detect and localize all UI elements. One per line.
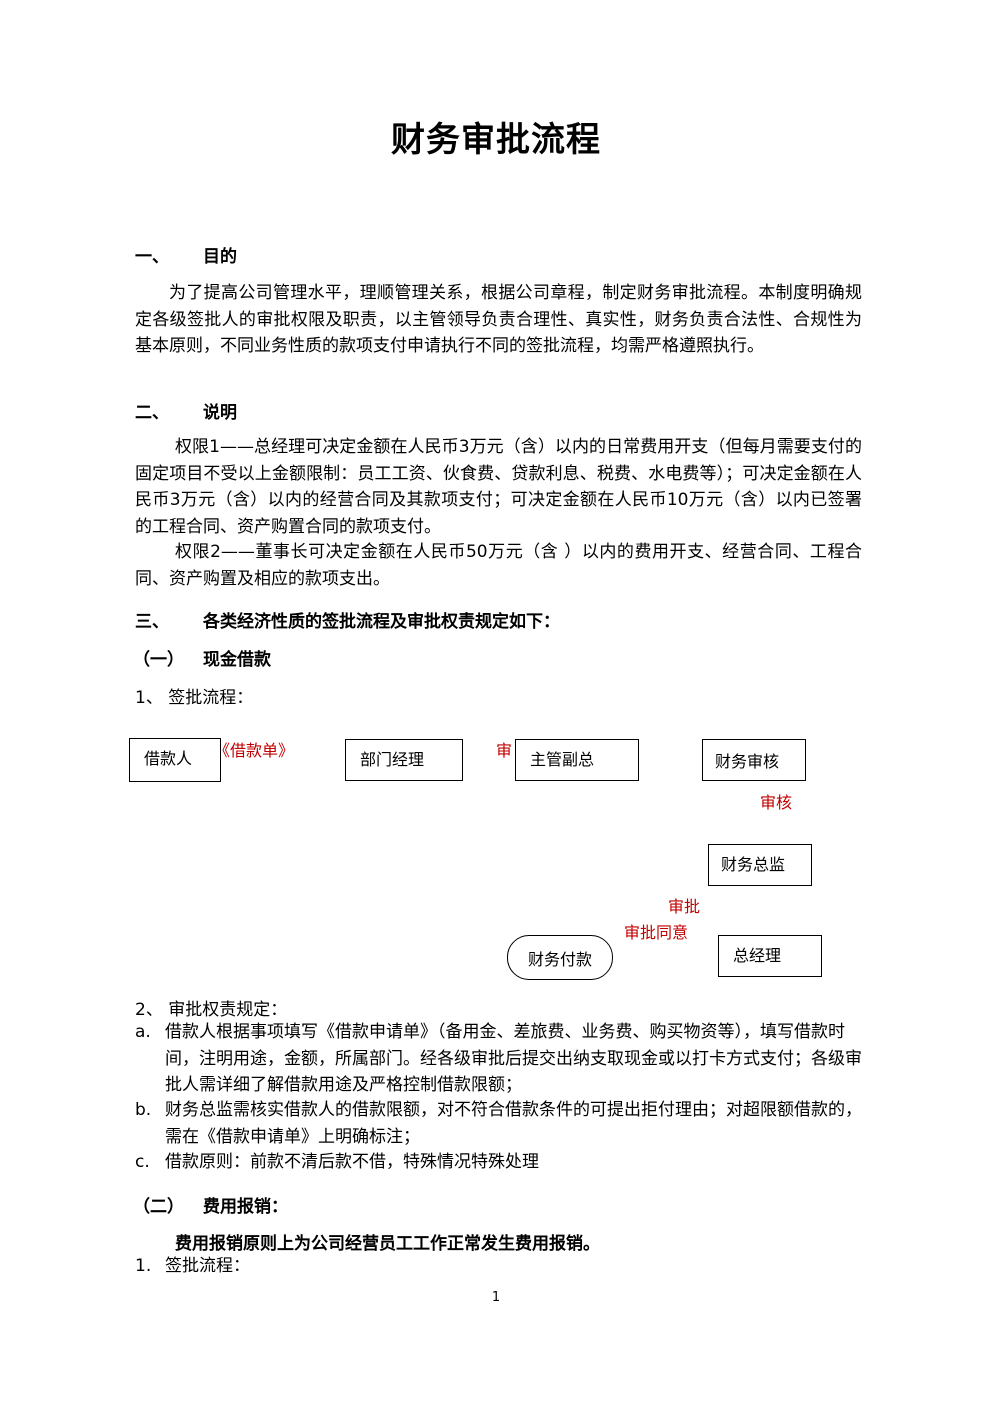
list-text: 借款人根据事项填写《借款申请单》（备用金、差旅费、业务费、购买物资等），填写借款… <box>165 1022 862 1095</box>
subsection-title: 现金借款 <box>203 650 271 670</box>
list-marker: c. <box>135 1152 150 1172</box>
flow-box-finance-director: 财务总监 <box>708 844 812 886</box>
flow-terminal-payment: 财务付款 <box>507 935 613 980</box>
section-number: 二、 <box>135 403 169 423</box>
list-item: c. 借款原则：前款不清后款不借，特殊情况特殊处理 <box>135 1149 862 1176</box>
list-text: 借款原则：前款不清后款不借，特殊情况特殊处理 <box>165 1152 539 1172</box>
list-item: b. 财务总监需核实借款人的借款限额，对不符合借款条件的可提出拒付理由；对超限额… <box>135 1097 862 1150</box>
page-title: 财务审批流程 <box>391 120 601 160</box>
flow-box-borrower: 借款人 <box>129 738 221 782</box>
flow-box-vp: 主管副总 <box>515 739 639 781</box>
flow-box-finance-review: 财务审核 <box>702 739 806 781</box>
flow-box-dept-manager: 部门经理 <box>345 739 463 781</box>
cash-loan-step-1: 1、 签批流程： <box>135 688 254 708</box>
authority-1-paragraph: 权限1——总经理可决定金额在人民币3万元（含）以内的日常费用开支（但每月需要支付… <box>135 437 862 537</box>
section-title: 说明 <box>203 403 237 423</box>
flow-label-approve-partial: 审 <box>496 741 513 760</box>
flow-label-loan-form: 《借款单》 <box>214 741 295 760</box>
authority-2-paragraph: 权限2——董事长可决定金额在人民币50万元（含 ）以内的费用开支、经营合同、工程… <box>135 542 862 589</box>
page-number: 1 <box>491 1290 501 1305</box>
expense-heading: （二） 费用报销： <box>133 1192 288 1217</box>
section-procedures-heading: 三、 各类经济性质的签批流程及审批权责规定如下： <box>135 607 560 632</box>
section-title: 目的 <box>203 247 237 267</box>
cash-loan-step-2: 2、 审批权责规定： <box>135 1000 288 1020</box>
section-title: 各类经济性质的签批流程及审批权责规定如下： <box>203 612 560 632</box>
flow-label-approve-agree: 审批同意 <box>624 923 689 942</box>
section-explanation-heading: 二、 说明 <box>135 398 237 423</box>
expense-step-1: 1. 签批流程： <box>135 1253 862 1280</box>
purpose-paragraph: 为了提高公司管理水平，理顺管理关系，根据公司章程，制定财务审批流程。本制度明确规… <box>135 283 862 356</box>
flow-label-approve: 审批 <box>668 897 701 916</box>
subsection-title: 费用报销： <box>203 1197 288 1217</box>
list-marker: b. <box>135 1100 152 1120</box>
list-marker: 1. <box>135 1256 152 1276</box>
subsection-number: （一） <box>133 650 184 670</box>
section-number: 三、 <box>135 612 169 632</box>
flow-label-review: 审核 <box>760 793 793 812</box>
list-marker: a. <box>135 1022 151 1042</box>
list-text: 财务总监需核实借款人的借款限额，对不符合借款条件的可提出拒付理由；对超限额借款的… <box>165 1100 862 1147</box>
subsection-number: （二） <box>133 1197 184 1217</box>
list-text: 签批流程： <box>165 1256 250 1276</box>
cash-loan-heading: （一） 现金借款 <box>133 645 271 670</box>
expense-principle: 费用报销原则上为公司经营员工工作正常发生费用报销。 <box>175 1234 600 1254</box>
flow-box-general-manager: 总经理 <box>718 935 822 977</box>
section-number: 一、 <box>135 247 169 267</box>
list-item: a. 借款人根据事项填写《借款申请单》（备用金、差旅费、业务费、购买物资等），填… <box>135 1019 862 1099</box>
section-purpose-heading: 一、 目的 <box>135 242 237 267</box>
